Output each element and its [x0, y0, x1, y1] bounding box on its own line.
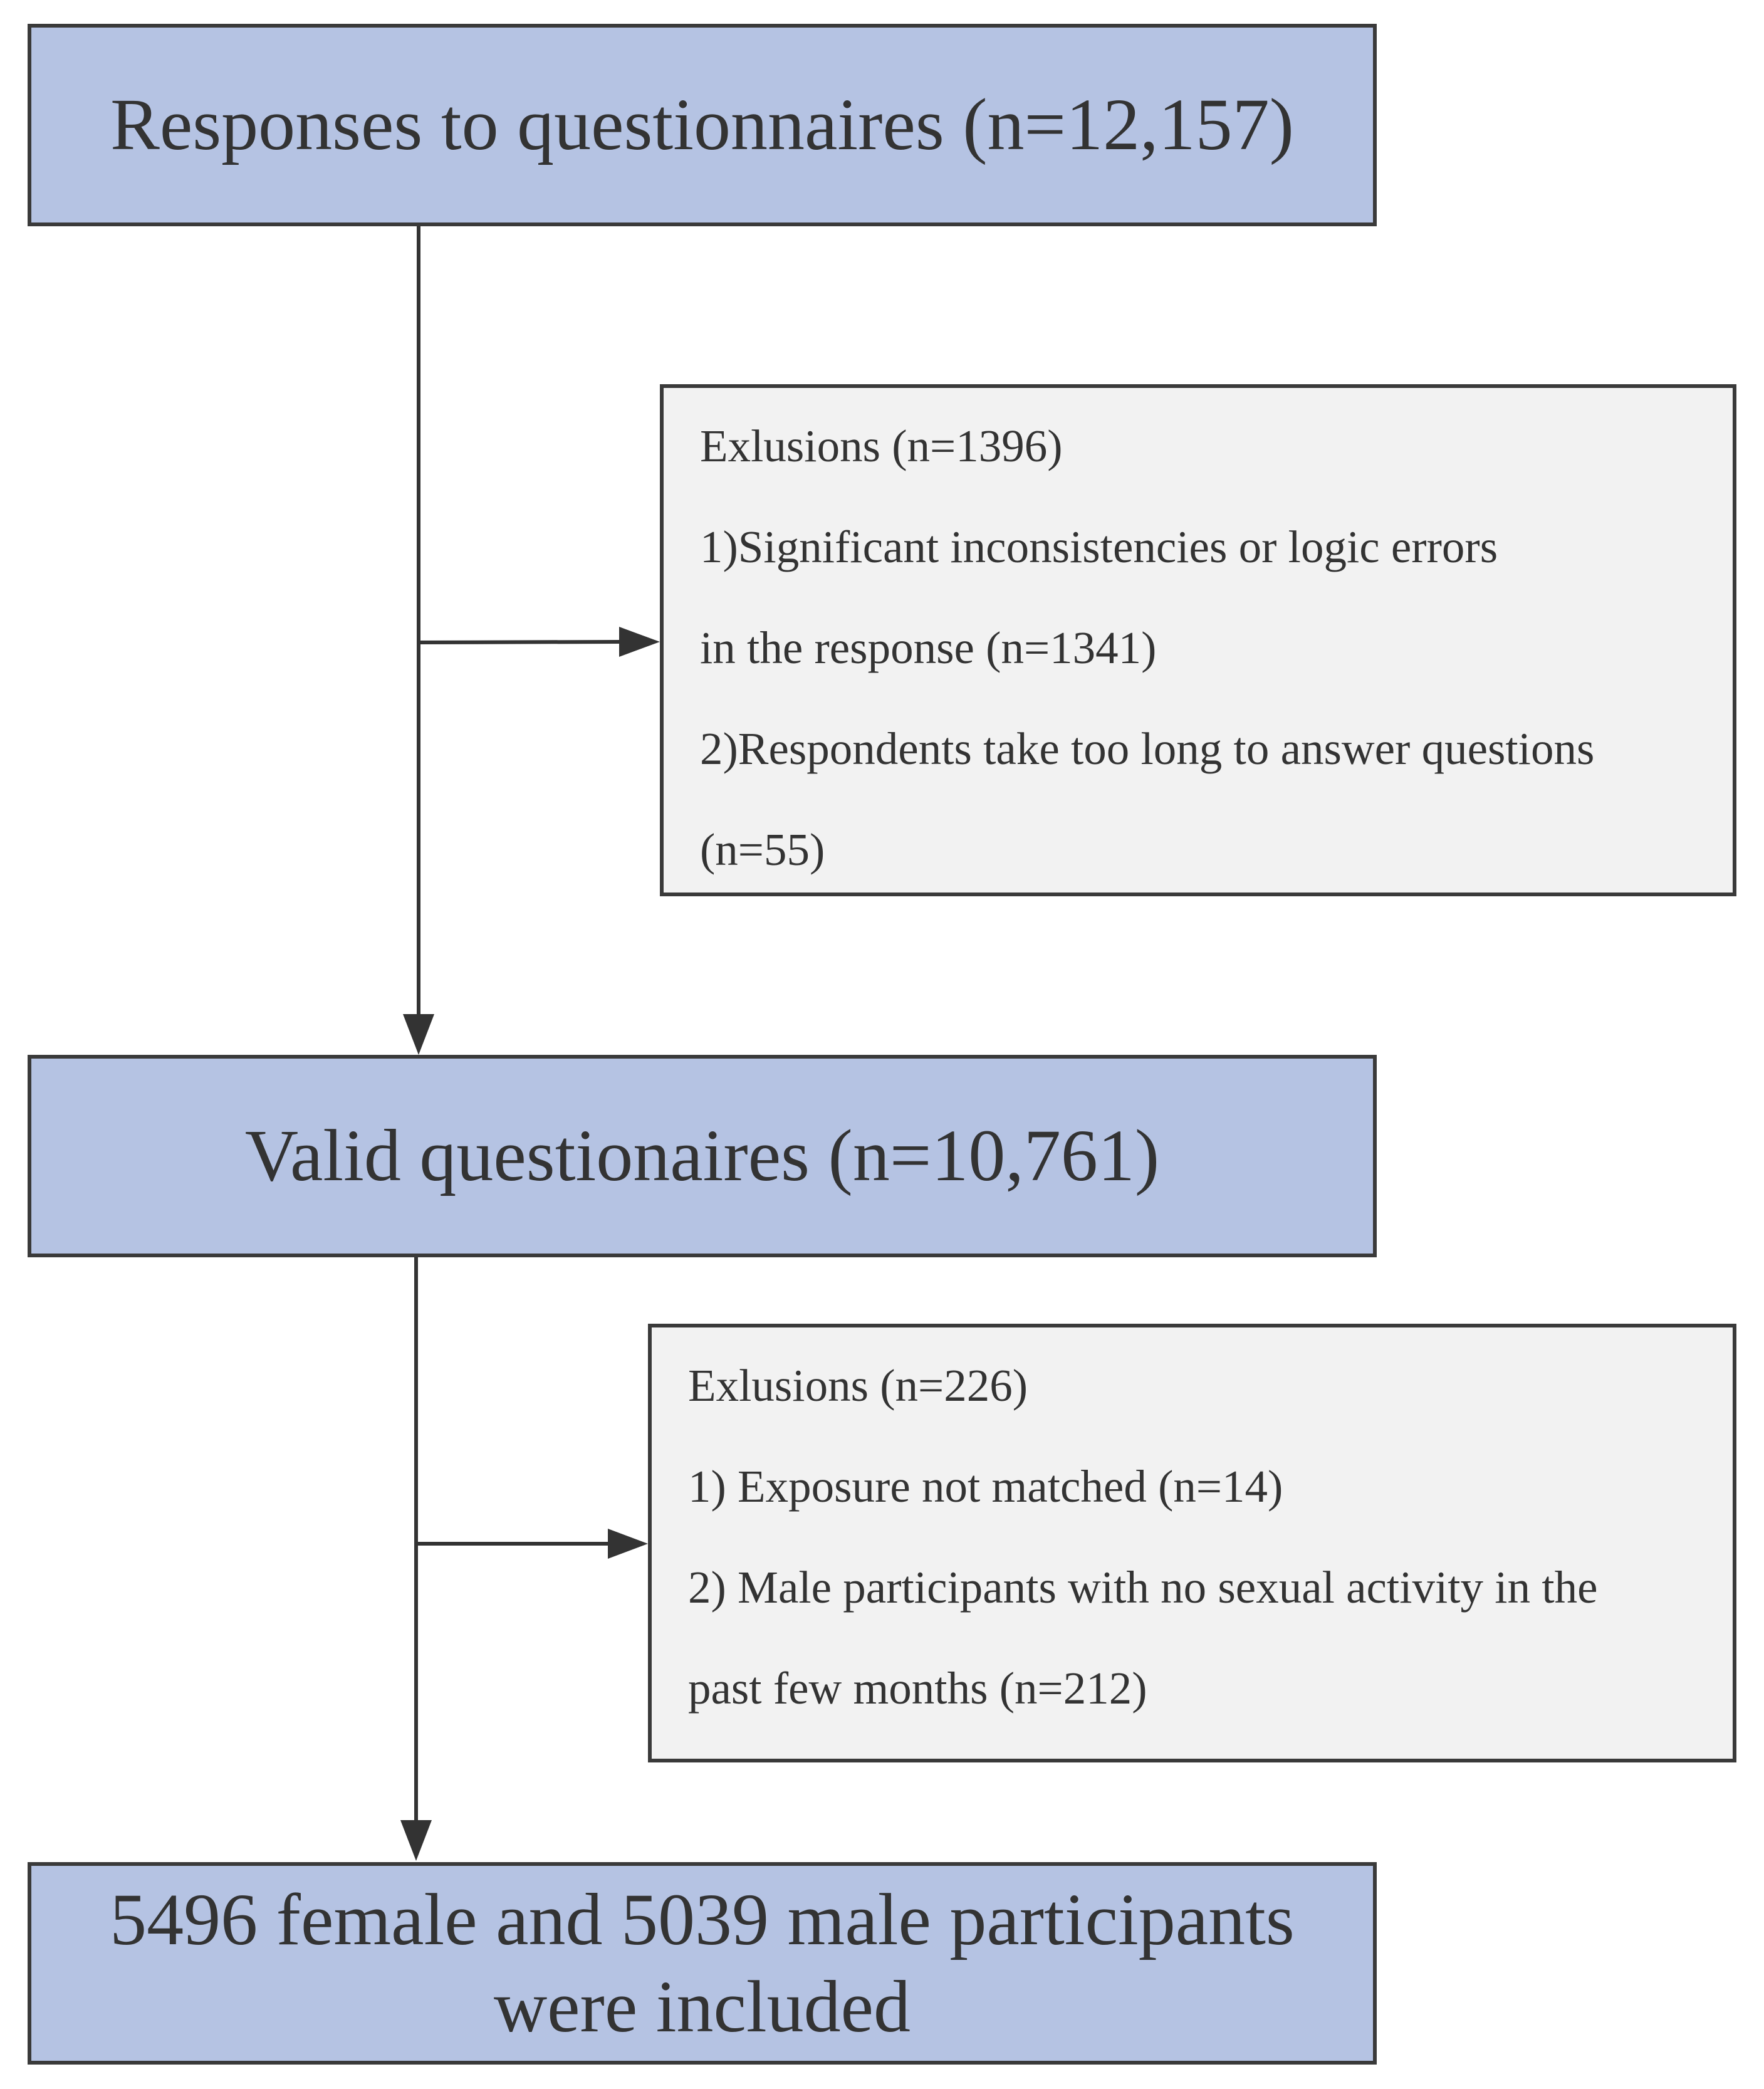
exclusion-1-line: in the response (n=1341) [700, 622, 1157, 673]
step-included-line: were included [493, 1965, 911, 2048]
exclusion-2-line: past few months (n=212) [688, 1663, 1147, 1714]
exclusion-1-box: Exlusions (n=1396) 1)Significant inconsi… [660, 384, 1736, 896]
exclusion-1-line: 1)Significant inconsistencies or logic e… [700, 521, 1498, 572]
exclusion-1-line: (n=55) [700, 824, 825, 875]
arrowhead-step2 [403, 1014, 434, 1055]
step-valid-box: Valid questionaires (n=10,761) [28, 1055, 1377, 1257]
step-responses-label: Responses to questionnaires (n=12,157) [110, 83, 1294, 166]
exclusion-1-title: Exlusions (n=1396) [700, 421, 1063, 471]
arrowhead-step3 [400, 1820, 432, 1861]
step-included-line: 5496 female and 5039 male participants [110, 1878, 1295, 1961]
exclusion-1-line: 2)Respondents take too long to answer qu… [700, 723, 1595, 774]
exclusion-2-box: Exlusions (n=226) 1) Exposure not matche… [648, 1324, 1736, 1762]
step-valid-label: Valid questionaires (n=10,761) [244, 1114, 1160, 1197]
arrowhead-exclusion1 [619, 627, 660, 657]
exclusion-2-line: 2) Male participants with no sexual acti… [688, 1562, 1598, 1613]
step-included-box: 5496 female and 5039 male participants w… [28, 1862, 1377, 2065]
exclusion-2-line: 1) Exposure not matched (n=14) [688, 1461, 1283, 1512]
exclusion-2-title: Exlusions (n=226) [688, 1360, 1028, 1411]
arrowhead-exclusion2 [608, 1529, 648, 1559]
step-responses-box: Responses to questionnaires (n=12,157) [28, 24, 1377, 226]
